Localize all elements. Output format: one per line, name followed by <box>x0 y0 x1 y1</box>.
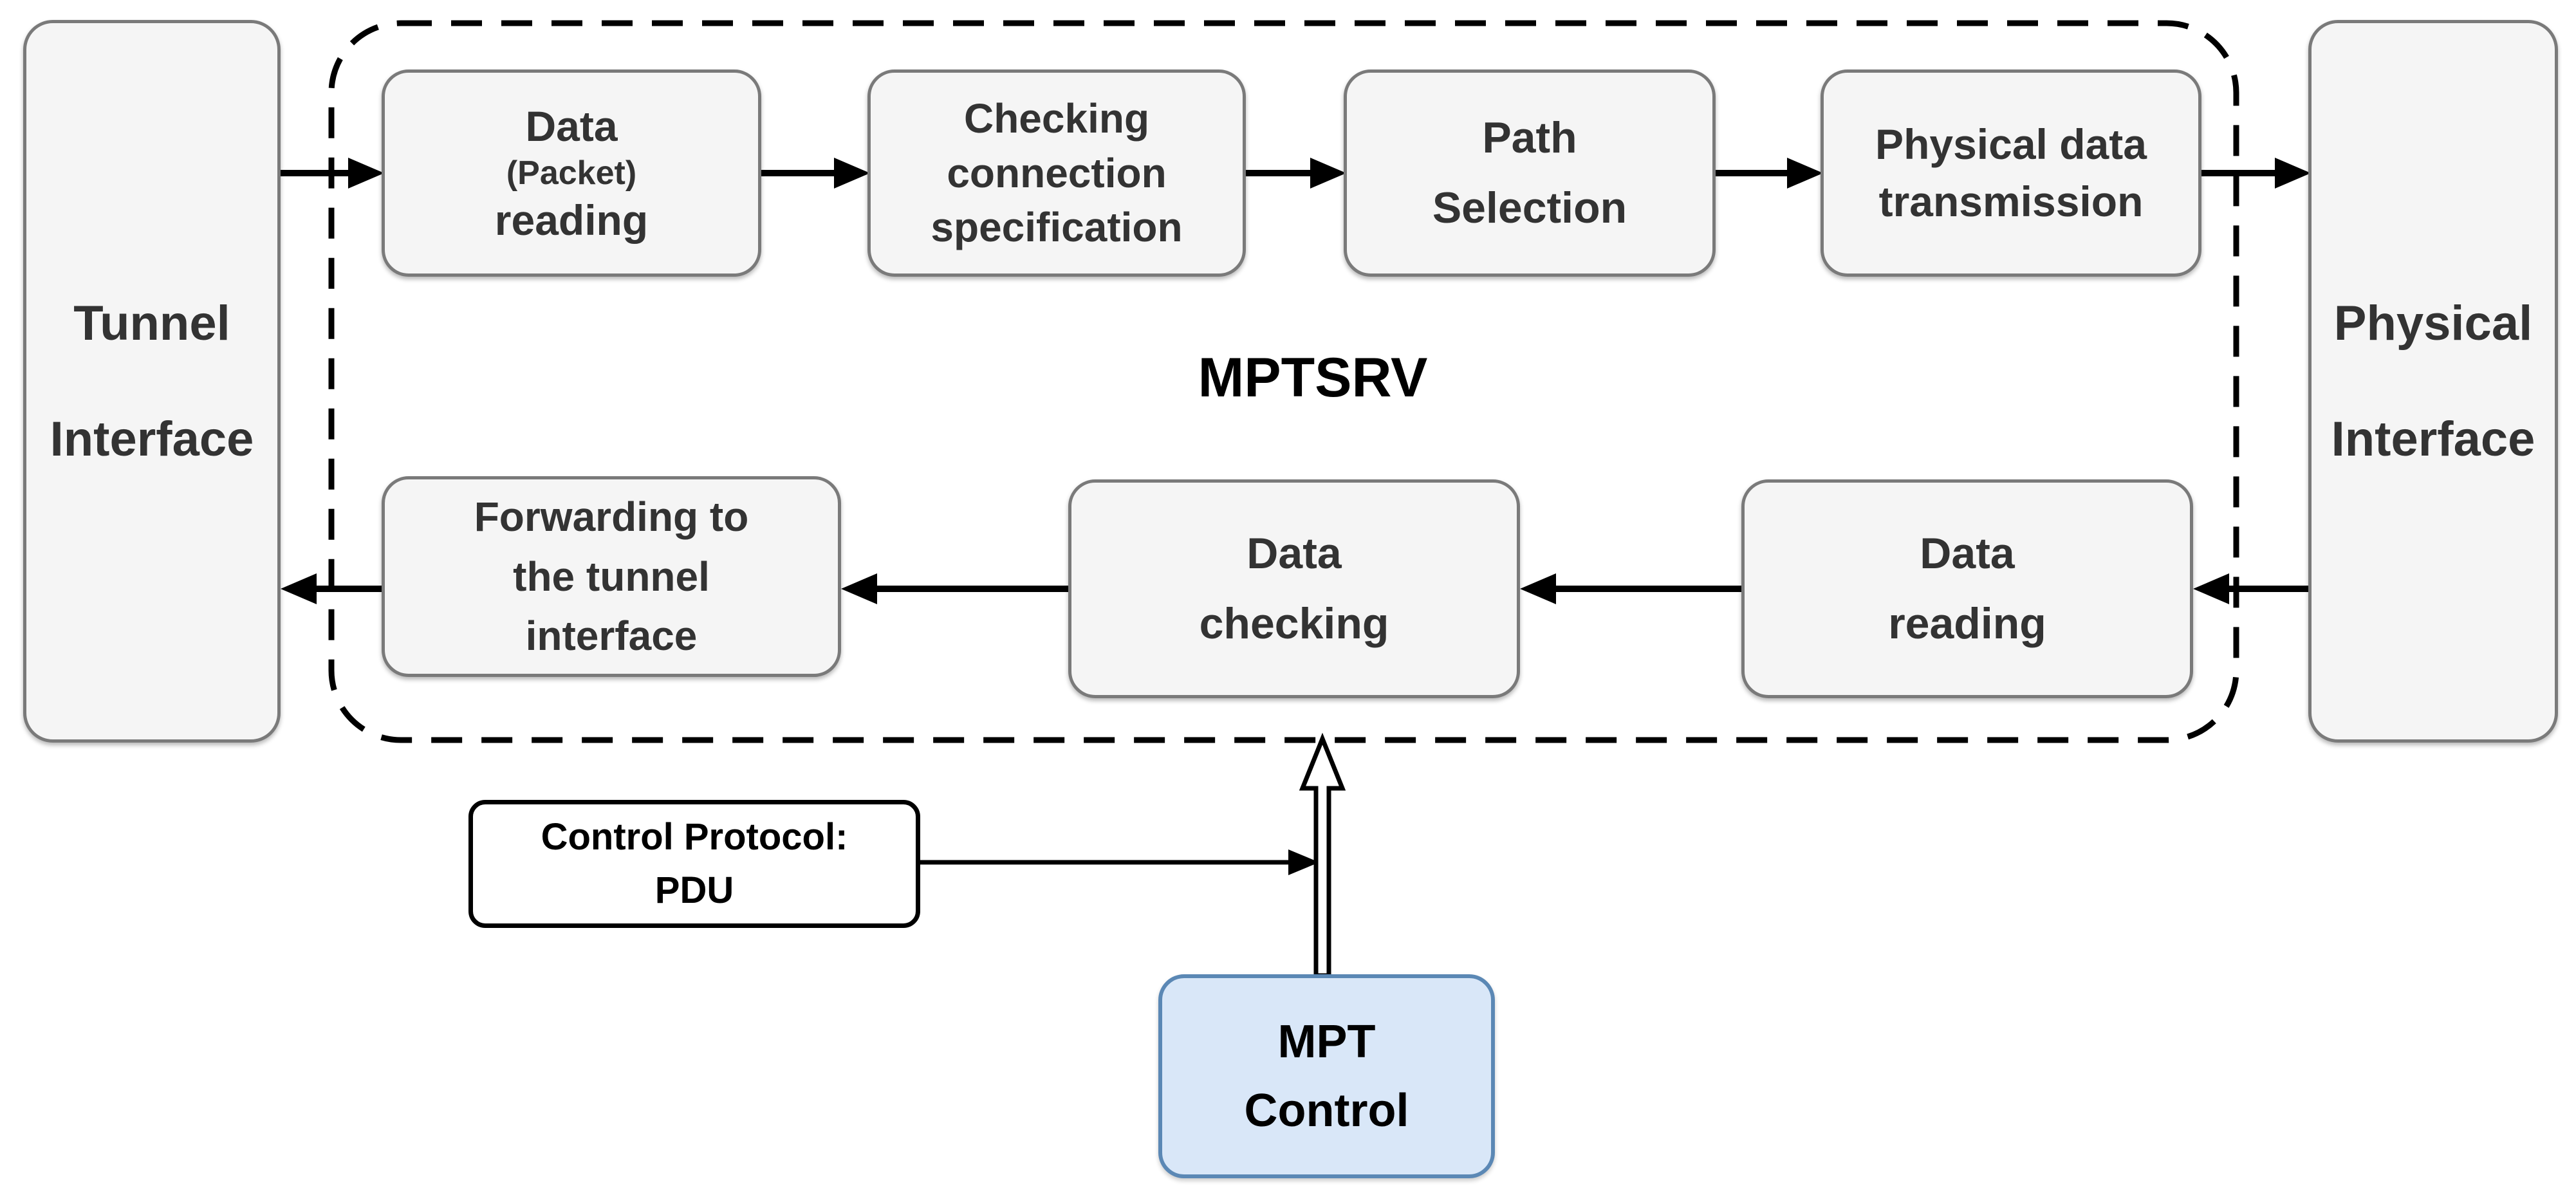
tunnel-interface-label-line1: Tunnel <box>73 295 230 351</box>
data-reading-box: Data reading <box>1741 479 2193 698</box>
data-packet-reading-box: Data (Packet) reading <box>382 69 761 277</box>
arrow-forwarding-to-tunnel-interface <box>281 573 382 604</box>
arrow-data-reading-to-data-checking <box>1520 573 1741 604</box>
arrow-data-checking-to-forwarding <box>841 573 1068 604</box>
data-packet-reading-line3: reading <box>494 196 649 244</box>
mpt-control-box: MPT Control <box>1158 974 1495 1178</box>
physical-interface-box: Physical Interface <box>2308 20 2558 743</box>
tunnel-interface-box: Tunnel Interface <box>23 20 281 743</box>
mptsrv-title: MPTSRV <box>1198 347 1428 409</box>
tunnel-interface-label-line2: Interface <box>50 411 254 467</box>
arrow-physical-transmission-to-physical-interface <box>2201 158 2311 189</box>
checking-connection-specification-box: Checking connection specification <box>867 69 1246 277</box>
arrow-path-selection-to-physical-transmission <box>1716 158 1823 189</box>
control-protocol-pdu-box: Control Protocol: PDU <box>468 800 920 928</box>
arrow-checking-to-path-selection <box>1246 158 1346 189</box>
arrow-tunnel-to-data-reading <box>281 158 384 189</box>
data-checking-box: Data checking <box>1068 479 1520 698</box>
arrow-control-protocol-to-mpt-link <box>920 849 1319 875</box>
arrow-physical-interface-to-data-reading <box>2193 573 2311 604</box>
physical-interface-label-line2: Interface <box>2331 411 2535 467</box>
arrow-data-reading-to-checking <box>761 158 870 189</box>
physical-interface-label-line1: Physical <box>2333 295 2533 351</box>
forwarding-to-tunnel-interface-box: Forwarding to the tunnel interface <box>382 476 841 677</box>
data-packet-reading-line1: Data <box>525 102 618 150</box>
hollow-arrow-mpt-control-to-mptsrv <box>1299 732 1346 978</box>
physical-data-transmission-box: Physical data transmission <box>1821 69 2201 277</box>
path-selection-box: Path Selection <box>1344 69 1716 277</box>
data-packet-reading-line2: (Packet) <box>506 154 637 192</box>
